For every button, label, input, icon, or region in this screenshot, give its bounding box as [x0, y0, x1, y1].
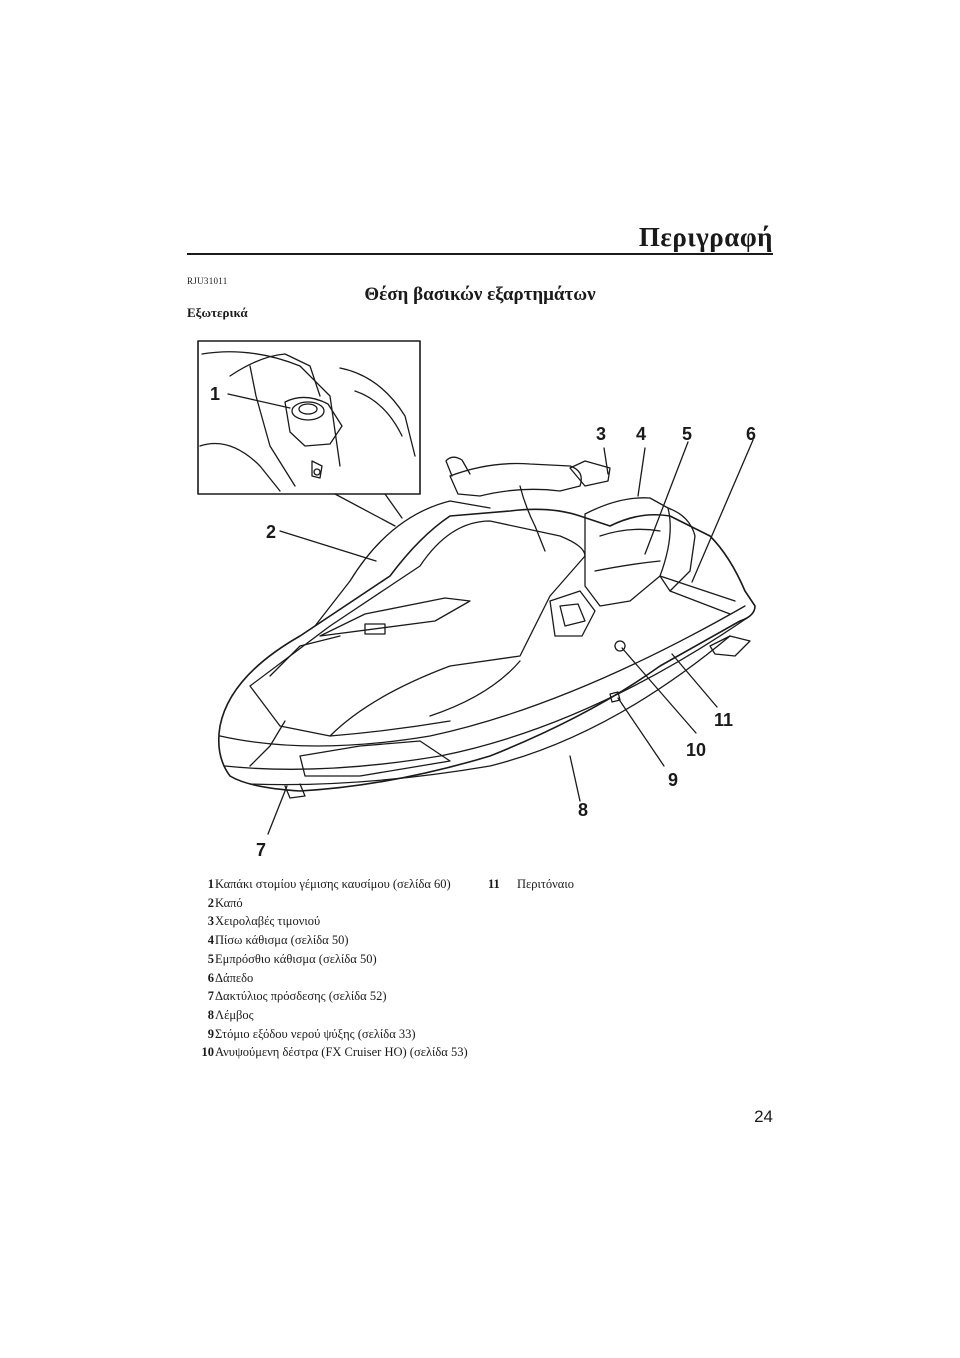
- legend-column-left: 1 Καπάκι στομίου γέμισης καυσίμου (σελίδ…: [187, 875, 472, 1062]
- callout-8: 8: [578, 800, 588, 820]
- legend-num: 2: [207, 895, 214, 910]
- leader-line-10: [621, 647, 697, 734]
- callout-10: 10: [686, 740, 706, 760]
- legend-num: 5: [207, 951, 214, 966]
- callout-5: 5: [682, 424, 692, 444]
- legend-num: 10: [201, 1045, 215, 1060]
- legend-item: 5 Εμπρόσθιο κάθισμα (σελίδα 50): [187, 950, 472, 969]
- legend-num: 9: [207, 1026, 214, 1041]
- legend-text: Καπάκι στομίου γέμισης καυσίμου (σελίδα …: [215, 877, 451, 891]
- callout-3: 3: [596, 424, 606, 444]
- page-number: 24: [754, 1107, 773, 1126]
- leader-line-1: [227, 393, 291, 409]
- legend-num: 1: [207, 877, 214, 891]
- leader-line-2: [279, 530, 377, 562]
- callout-2: 2: [266, 522, 276, 542]
- section-ref-code: RJU31011: [187, 276, 228, 286]
- legend-item: 11 Περιτόναιο: [488, 875, 773, 894]
- legend-item: 8 Λέμβος: [187, 1006, 472, 1025]
- legend-text: Λέμβος: [215, 1007, 254, 1022]
- leader-line-11: [671, 653, 718, 708]
- legend-text: Δακτύλιος πρόσδεσης (σελίδα 52): [215, 989, 387, 1004]
- leader-line-9: [617, 697, 665, 767]
- legend-text: Ανυψούμενη δέστρα (FX Cruiser HO) (σελίδ…: [215, 1045, 468, 1060]
- legend-num: 4: [207, 933, 214, 948]
- legend-column-right: 11 Περιτόναιο: [488, 875, 773, 894]
- legend-text: Καπό: [215, 895, 243, 910]
- header-rule: [187, 253, 773, 255]
- legend-text: Εμπρόσθιο κάθισμα (σελίδα 50): [215, 951, 377, 966]
- legend-item: 1 Καπάκι στομίου γέμισης καυσίμου (σελίδ…: [187, 875, 472, 894]
- leader-line-8: [569, 755, 581, 802]
- legend-text: Πίσω κάθισμα (σελίδα 50): [215, 933, 349, 948]
- section-title: Θέση βασικών εξαρτημάτων: [364, 284, 596, 305]
- legend-text: Στόμιο εξόδου νερού ψύξης (σελίδα 33): [215, 1026, 416, 1041]
- watercraft-illustration: 1 2 3 4 5 6 7 8 9 10 11: [190, 336, 770, 862]
- legend-item: 9 Στόμιο εξόδου νερού ψύξης (σελίδα 33): [187, 1025, 472, 1044]
- legend-text: Χειρολαβές τιμονιού: [215, 914, 321, 929]
- legend-text: Περιτόναιο: [517, 877, 574, 891]
- leader-line-4: [637, 447, 646, 497]
- leader-line-7: [267, 785, 288, 835]
- legend-num: 8: [207, 1007, 214, 1022]
- legend-text: Δάπεδο: [215, 970, 254, 985]
- subsection-title: Εξωτερικά: [187, 305, 248, 320]
- page-header-title: Περιγραφή: [638, 222, 773, 252]
- watercraft-drawing: 1 2 3 4 5 6 7 8 9 10 11: [197, 340, 756, 860]
- legend-item: 7 Δακτύλιος πρόσδεσης (σελίδα 52): [187, 987, 472, 1006]
- legend-num: 7: [207, 989, 214, 1004]
- legend-num: 11: [488, 877, 500, 891]
- legend-item: 10 Ανυψούμενη δέστρα (FX Cruiser HO) (σε…: [187, 1043, 472, 1062]
- leader-line-5: [644, 441, 689, 555]
- leader-line-3: [603, 447, 609, 475]
- inset-frame: [197, 340, 421, 495]
- callout-9: 9: [668, 770, 678, 790]
- callout-labels: 1 2 3 4 5 6 7 8 9 10 11: [210, 384, 756, 860]
- callout-4: 4: [636, 424, 646, 444]
- legend-num: 3: [207, 914, 214, 929]
- legend-num: 6: [207, 970, 214, 985]
- callout-11: 11: [714, 710, 733, 730]
- leader-line-6: [691, 439, 754, 583]
- legend-item: 3 Χειρολαβές τιμονιού: [187, 912, 472, 931]
- callout-7: 7: [256, 840, 266, 860]
- callout-1: 1: [210, 384, 220, 404]
- legend-item: 4 Πίσω κάθισμα (σελίδα 50): [187, 931, 472, 950]
- legend-item: 6 Δάπεδο: [187, 969, 472, 988]
- callout-6: 6: [746, 424, 756, 444]
- legend-item: 2 Καπό: [187, 894, 472, 913]
